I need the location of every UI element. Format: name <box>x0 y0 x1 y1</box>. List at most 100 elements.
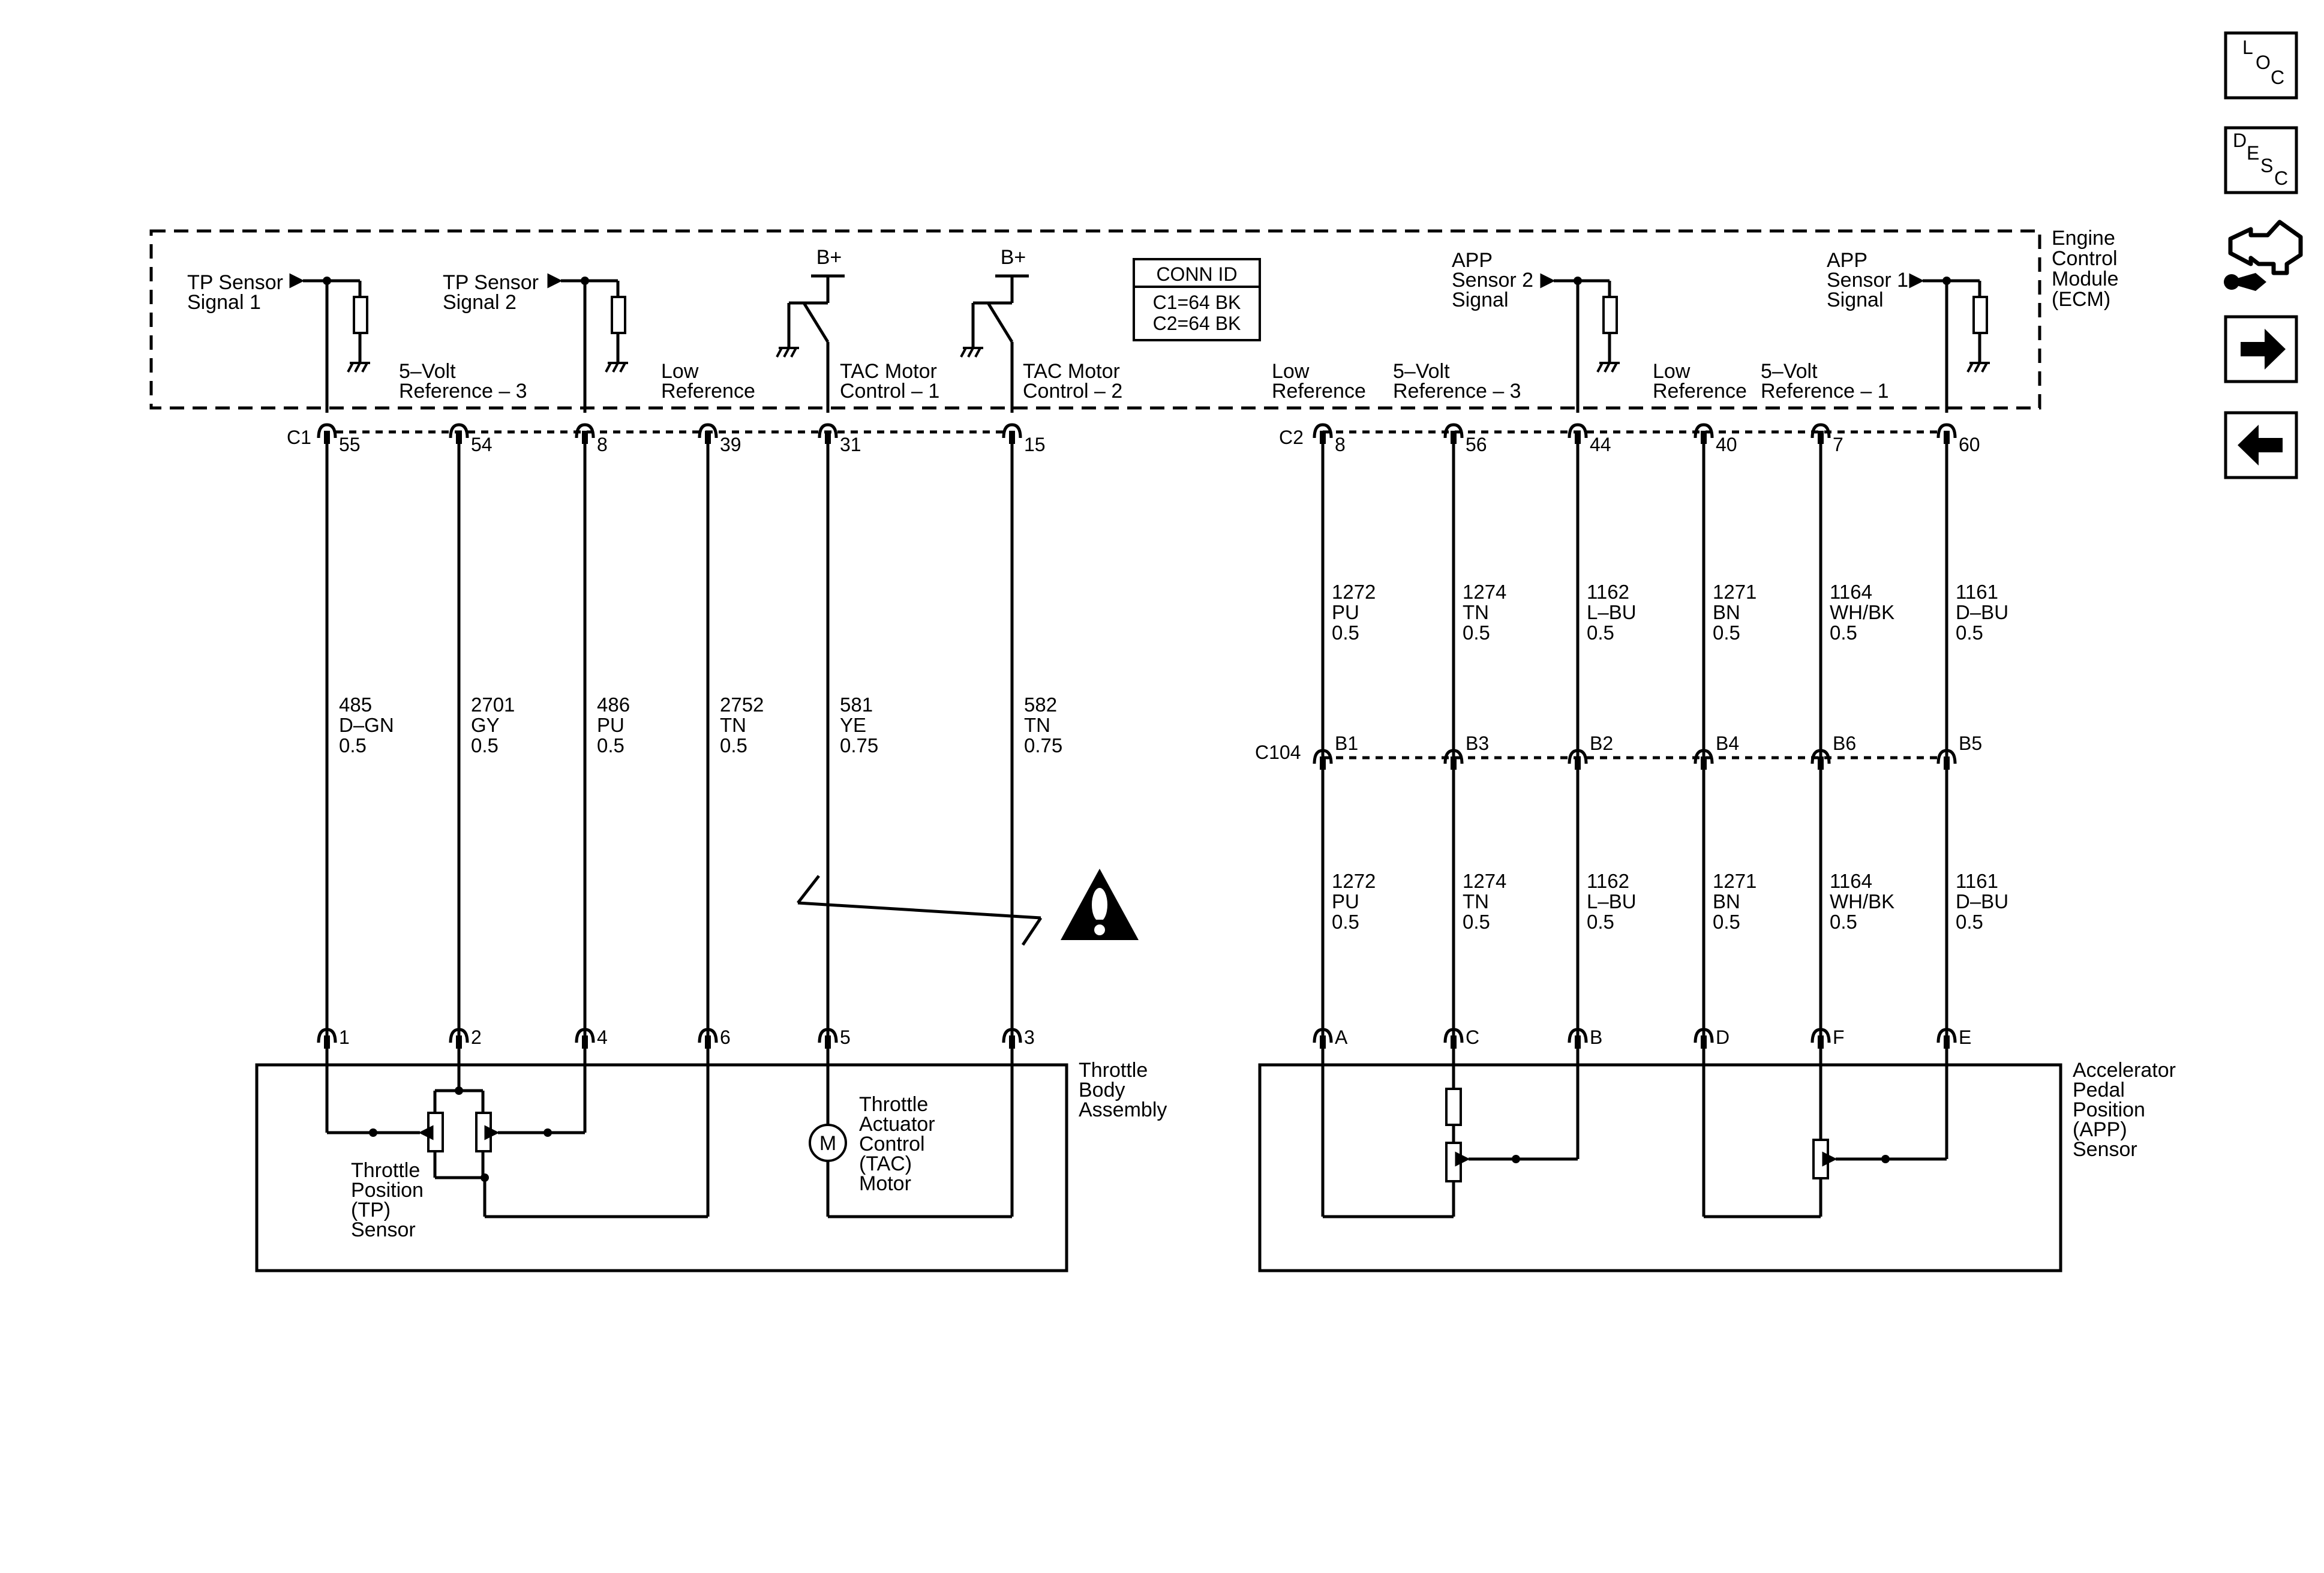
conn-id-line: C2=64 BK <box>1153 313 1241 334</box>
wire-color: WH/BK <box>1830 601 1894 623</box>
inline-pin-number: B2 <box>1590 733 1613 754</box>
connector-c2: C2 <box>1279 427 1941 448</box>
conn-id-title: CONN ID <box>1156 263 1237 285</box>
ecm-tac-control-2: B+ TAC Motor Control – 2 <box>960 246 1122 413</box>
ecm-label-line: Control <box>2052 247 2118 270</box>
wire-color: PU <box>1332 890 1359 912</box>
wire-circuit-number: 1274 <box>1463 870 1506 892</box>
wire-gauge: 0.5 <box>597 734 624 757</box>
wire-color: GY <box>471 714 500 736</box>
desc-letter: S <box>2260 155 2273 176</box>
inline-pin-number: B6 <box>1833 733 1856 754</box>
ecm-pin-number: 31 <box>840 434 861 455</box>
wire-gauge: 0.5 <box>1463 622 1490 644</box>
device-label: Position <box>2073 1098 2145 1121</box>
ecm-label: 5–Volt <box>1761 360 1818 383</box>
wire-circuit-number: 1274 <box>1463 581 1506 603</box>
connector-pin <box>1002 423 1022 444</box>
connector-pin <box>1568 423 1588 444</box>
ecm-app2-signal-circuit: APP Sensor 2 Signal <box>1452 249 1620 413</box>
throttle-body-assembly: Throttle Body Assembly Throttle <box>255 1059 1167 1272</box>
connector-pin <box>818 423 838 444</box>
tp-sensor-symbol: Throttle Position (TP) Sensor <box>325 1059 710 1241</box>
connector-pin <box>1313 749 1333 770</box>
previous-button[interactable] <box>2224 411 2298 479</box>
connector-pin <box>698 423 718 444</box>
wire-circuit-number: 1271 <box>1713 870 1756 892</box>
device-pin-number: D <box>1716 1026 1730 1048</box>
ecm-tac-control-1: B+ TAC Motor Control – 1 <box>776 246 939 413</box>
wire-gauge: 0.5 <box>1956 911 1983 933</box>
wire-color: BN <box>1713 890 1740 912</box>
ecm-boundary <box>149 229 2041 410</box>
wire-color: YE <box>840 714 866 736</box>
wire-gauge: 0.5 <box>1587 622 1614 644</box>
c1-wire-group: 551485D–GN0.55422701GY0.584486PU0.539627… <box>317 423 1062 1065</box>
next-button[interactable] <box>2224 315 2298 383</box>
ecm-label: Reference – 1 <box>1761 380 1889 403</box>
wire-gauge: 0.5 <box>720 734 747 757</box>
ecm-label: Low <box>1272 360 1310 383</box>
wire-circuit-number: 1161 <box>1956 870 1998 892</box>
wire-circuit-number: 1162 <box>1587 581 1629 603</box>
wire-color: TN <box>1463 601 1489 623</box>
device-pin-number: 5 <box>840 1026 851 1048</box>
tp-sensor-label: Sensor <box>351 1218 416 1241</box>
ecm-label: TP Sensor <box>187 271 283 294</box>
ecm-label: Reference <box>661 380 755 403</box>
ecm-label: Signal <box>1827 289 1884 311</box>
device-label: Assembly <box>1079 1098 1167 1121</box>
ecm-label-line: Module <box>2052 268 2119 290</box>
ecm-pin-number: 56 <box>1466 434 1487 455</box>
ecm-label: Sensor 1 <box>1827 269 1908 292</box>
connector-pin <box>1936 423 1957 444</box>
app-sensor-2-symbol <box>1321 1059 1580 1218</box>
connector-pin <box>698 1028 718 1049</box>
ecm-label-line: Engine <box>2052 227 2115 250</box>
ecm-label: TAC Motor <box>840 360 937 383</box>
wire-gauge: 0.5 <box>471 734 499 757</box>
ecm-pin-number: 60 <box>1959 434 1980 455</box>
device-pin-number: 4 <box>597 1026 608 1048</box>
ecm-label: TAC Motor <box>1023 360 1120 383</box>
wire-circuit-number: 2701 <box>471 694 515 716</box>
wire-gauge: 0.5 <box>1587 911 1614 933</box>
device-label: Pedal <box>2073 1079 2125 1101</box>
desc-button[interactable]: D E S C <box>2224 126 2298 194</box>
connector-view-button[interactable] <box>2224 220 2303 291</box>
inline-pin-number: B3 <box>1466 733 1489 754</box>
connector-pin <box>1443 423 1464 444</box>
wire-color: TN <box>720 714 746 736</box>
wire-gauge: 0.5 <box>1713 911 1740 933</box>
connector-pin <box>1568 749 1588 770</box>
bplus-label: B+ <box>816 246 842 269</box>
inline-pin-number: B5 <box>1959 733 1982 754</box>
desc-letter: D <box>2233 130 2247 151</box>
connector-label-c104: C104 <box>1255 742 1301 763</box>
loc-button[interactable]: L O C <box>2224 31 2298 100</box>
ecm-label: Reference <box>1272 380 1366 403</box>
tp-sensor-label: (TP) <box>351 1199 391 1221</box>
app-sensor-assembly: Accelerator Pedal Position (APP) Sensor <box>1258 1059 2176 1272</box>
device-pin-number: 2 <box>471 1026 482 1048</box>
wire-color: L–BU <box>1587 601 1637 623</box>
loc-letter: O <box>2256 52 2271 73</box>
wire-circuit-number: 1164 <box>1830 870 1872 892</box>
connector-pin <box>317 1028 337 1049</box>
desc-icon: D E S C <box>2233 130 2288 189</box>
wire-gauge: 0.5 <box>1332 911 1359 933</box>
wire-color: PU <box>1332 601 1359 623</box>
wire-circuit-number: 1272 <box>1332 870 1376 892</box>
wire-circuit-number: 485 <box>339 694 372 716</box>
connector-pin <box>1568 1028 1588 1049</box>
motor-label: Motor <box>859 1172 911 1195</box>
wire-gauge: 0.5 <box>1830 911 1857 933</box>
ecm-label: Sensor 2 <box>1452 269 1533 292</box>
